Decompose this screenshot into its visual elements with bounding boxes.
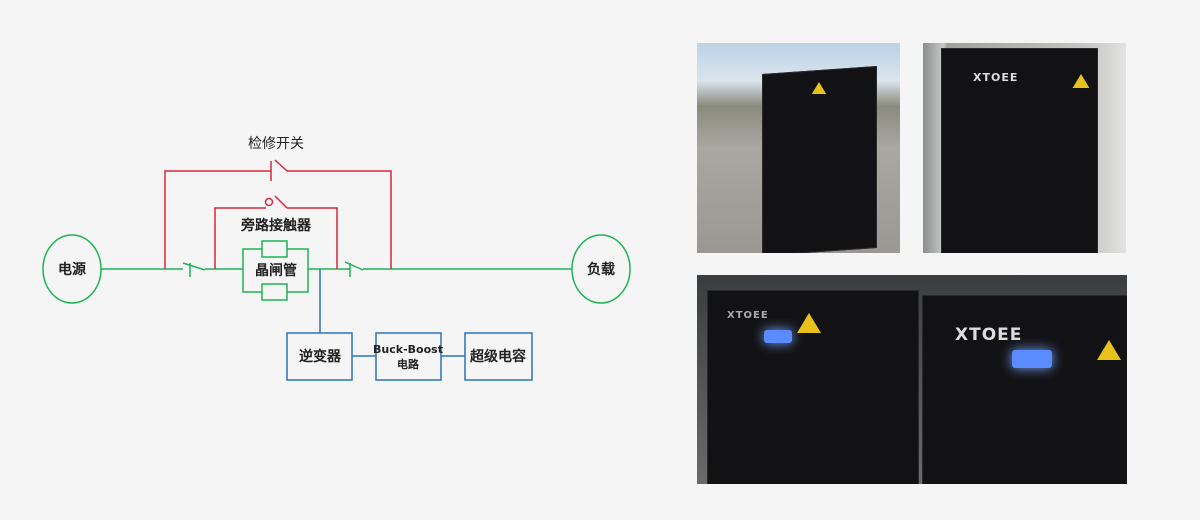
buck-boost-label-2: 电路 [397, 357, 420, 371]
photo-installed-cabinet: XTOEE [923, 43, 1126, 253]
load-label: 负载 [587, 261, 615, 278]
power-source-label: 电源 [58, 261, 86, 278]
photo-outdoor-cabinet [697, 43, 900, 253]
inverter-label: 逆变器 [299, 348, 342, 365]
supercapacitor-label: 超级电容 [469, 348, 526, 365]
storage-branch [286, 269, 533, 381]
brand-logo-right: XTOEE [955, 325, 1023, 345]
maintenance-switch-label: 检修开关 [248, 136, 304, 152]
buck-boost-label: Buck-Boost [373, 343, 443, 356]
photo-cabinet-pair: XTOEE XTOEE [697, 275, 1127, 484]
bypass-contactor-label: 旁路接触器 [240, 217, 312, 234]
brand-logo-left: XTOEE [727, 310, 769, 321]
thyristor-label: 晶闸管 [255, 262, 297, 279]
bypass-lines [164, 159, 392, 269]
circuit-diagram: 电源 负载 检修开关 旁路接触器 晶闸管 逆变器 Buck-Boost 电路 超… [42, 136, 631, 381]
brand-logo: XTOEE [973, 71, 1019, 84]
main-line [101, 240, 572, 301]
